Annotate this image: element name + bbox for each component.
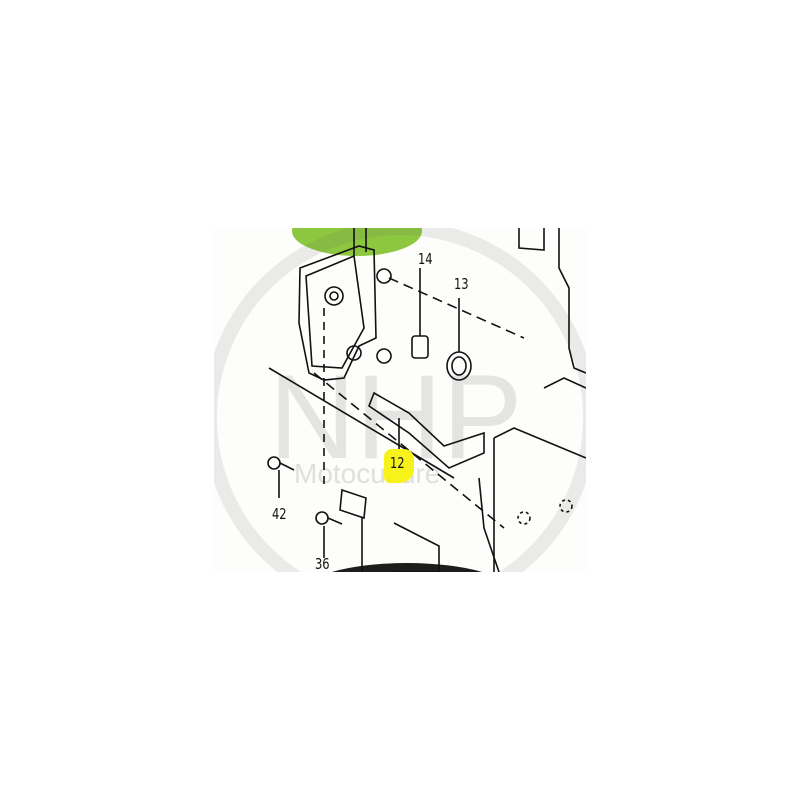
part-label-42: 42 — [272, 505, 287, 523]
parts-diagram: NHP Motoculture — [214, 228, 586, 572]
svg-text:Motoculture: Motoculture — [294, 458, 440, 489]
part-label-12: 12 — [390, 454, 405, 472]
part-label-13: 13 — [454, 275, 469, 293]
highlight-part-12 — [384, 449, 414, 483]
part-label-36: 36 — [315, 555, 330, 572]
logo-arc-dark — [302, 563, 512, 572]
diagram-drawing: NHP Motoculture — [214, 228, 586, 572]
part-label-14: 14 — [418, 250, 433, 268]
